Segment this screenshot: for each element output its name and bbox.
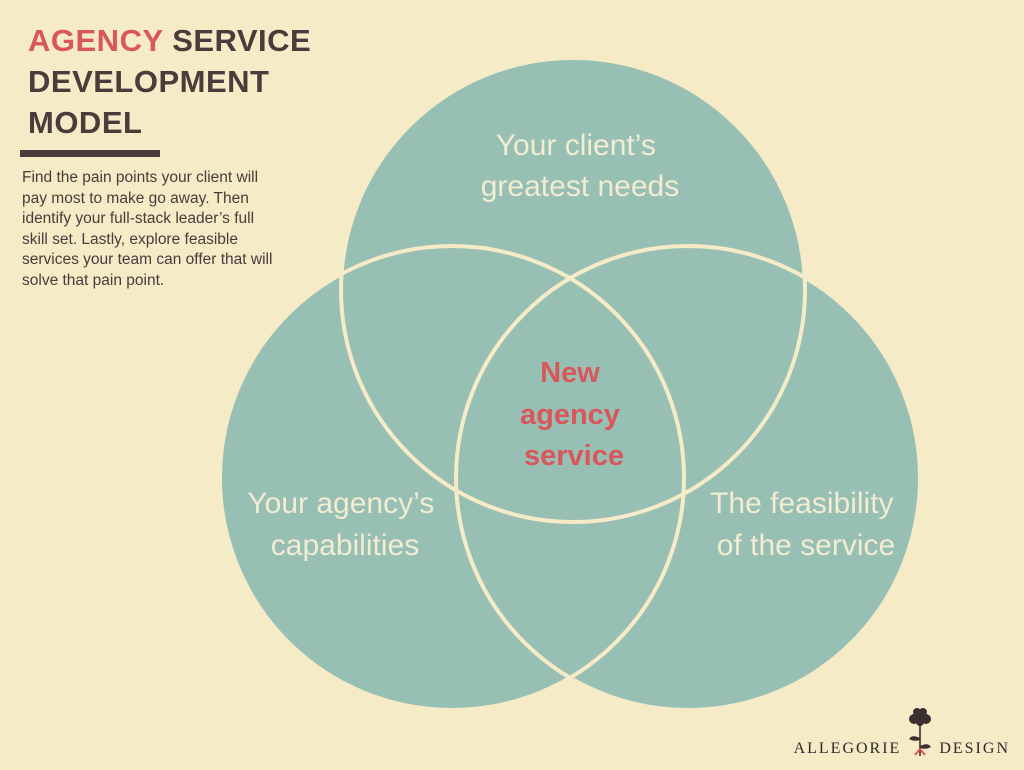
title-line3: MODEL xyxy=(28,105,143,140)
description-text: Find the pain points your client will pa… xyxy=(22,169,273,289)
title-line2: DEVELOPMENT xyxy=(28,64,270,99)
label-center-line2: agency xyxy=(520,399,620,431)
label-client-needs: Your client’s greatest needs xyxy=(481,129,679,203)
title-underline xyxy=(20,150,160,157)
label-agency-capabilities-line2: capabilities xyxy=(271,529,419,562)
title-line1-rest: SERVICE xyxy=(163,23,312,58)
venn-circles xyxy=(220,58,920,710)
circle-service-feasibility xyxy=(456,246,920,710)
logo-text-left: ALLEGORIE xyxy=(793,740,902,757)
logo-text-right: DESIGN xyxy=(939,740,1010,757)
outline-service-feasibility xyxy=(454,244,922,712)
label-client-needs-line2: greatest needs xyxy=(481,170,679,203)
carnation-icon xyxy=(909,708,932,756)
label-service-feasibility-line2: of the service xyxy=(717,529,895,562)
label-client-needs-line1: Your client’s xyxy=(496,129,656,162)
label-service-feasibility: The feasibility of the service xyxy=(710,487,902,562)
venn-outlines xyxy=(218,56,922,712)
allegorie-design-logo: ALLEGORIE DESIGN xyxy=(794,706,1010,758)
outline-client-needs xyxy=(339,56,807,524)
page-title: AGENCY SERVICE DEVELOPMENT MODEL xyxy=(28,20,311,143)
label-service-feasibility-line1: The feasibility xyxy=(710,487,893,520)
outline-agency-capabilities xyxy=(218,244,686,712)
label-center-line1: New xyxy=(540,357,600,389)
label-agency-capabilities-line1: Your agency’s xyxy=(247,487,434,520)
label-center-line3: service xyxy=(524,440,624,472)
title-accent-word: AGENCY xyxy=(28,23,164,58)
label-new-agency-service: New agency service xyxy=(520,357,628,472)
label-agency-capabilities: Your agency’s capabilities xyxy=(247,487,442,562)
